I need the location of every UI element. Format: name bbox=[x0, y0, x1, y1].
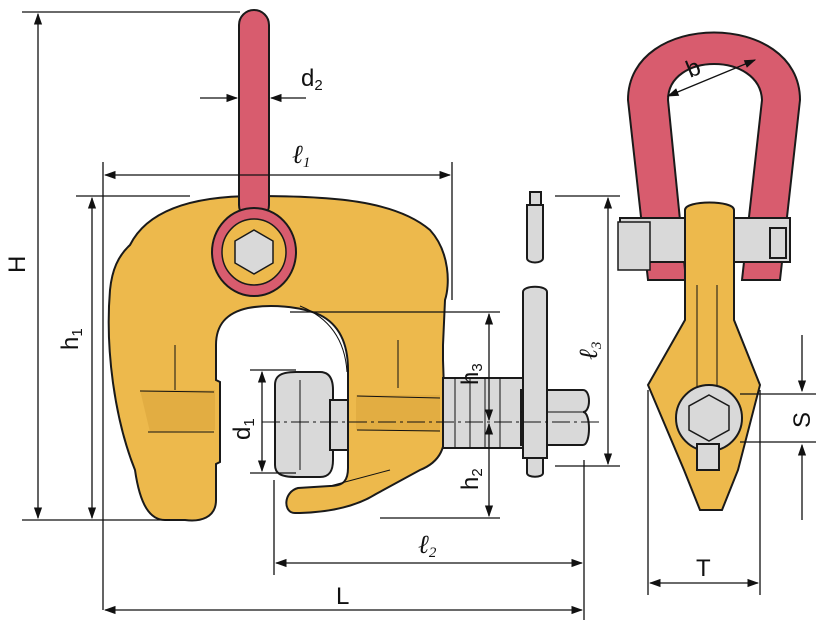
label-l2: ℓ2 bbox=[418, 530, 437, 561]
swivel-pad bbox=[274, 371, 349, 478]
label-l1: ℓ1 bbox=[292, 140, 310, 171]
label-L: L bbox=[336, 583, 349, 610]
label-l3: ℓ3 bbox=[574, 342, 605, 360]
label-d1: d1 bbox=[229, 418, 258, 440]
dim-l3 bbox=[555, 195, 620, 467]
label-h1: h1 bbox=[57, 328, 86, 350]
dim-l2 bbox=[273, 460, 585, 620]
clamp-body bbox=[107, 194, 449, 522]
side-body bbox=[646, 201, 762, 511]
dim-l1 bbox=[102, 162, 453, 610]
dim-h1 bbox=[76, 195, 190, 520]
hex-pin-front bbox=[234, 229, 274, 275]
label-S: S bbox=[789, 412, 816, 428]
label-H: H bbox=[4, 256, 31, 273]
dim-H bbox=[22, 11, 240, 521]
dim-d1 bbox=[250, 369, 296, 474]
tommy-bar bbox=[522, 191, 548, 478]
label-h3: h3 bbox=[457, 363, 486, 385]
dim-b bbox=[666, 59, 757, 97]
dim-T bbox=[647, 390, 761, 595]
dim-S bbox=[740, 335, 816, 520]
label-T: T bbox=[696, 555, 711, 582]
dim-h3-h2 bbox=[290, 311, 500, 519]
clamp-screw bbox=[442, 377, 590, 449]
label-h2: h2 bbox=[457, 468, 486, 490]
label-d2: d2 bbox=[301, 65, 323, 94]
